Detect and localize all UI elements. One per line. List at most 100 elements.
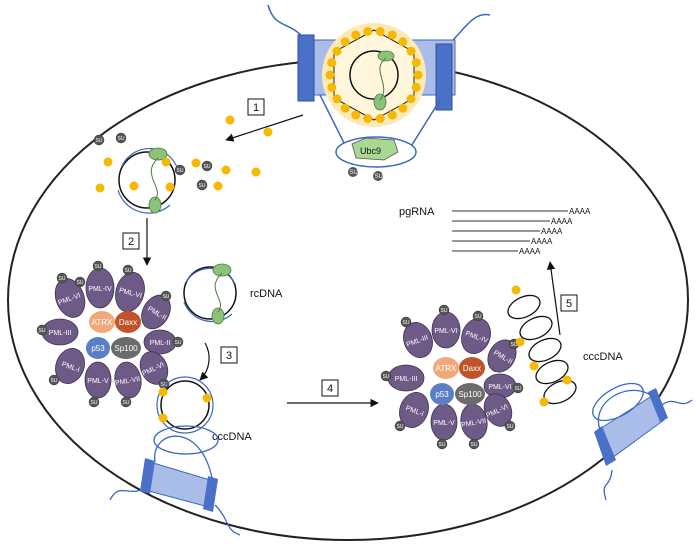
svg-text:SU: SU [375, 174, 383, 180]
p53-label: p53 [435, 390, 449, 399]
sumo-ball: SU [472, 310, 484, 322]
atrx [433, 357, 459, 379]
sumo-ball-label: SU [199, 183, 206, 189]
capsid-sumo-dot [398, 37, 408, 47]
p53 [86, 337, 110, 359]
sumo-ball-circle [400, 316, 412, 328]
atrx [89, 311, 115, 333]
bottom-right-pore [592, 382, 693, 501]
sumo-ball: SU [394, 420, 406, 432]
sumo-ball-label: SU [204, 164, 211, 170]
pml-petal-label: PML-II [150, 340, 171, 347]
pml-petal-label: PML-V [87, 378, 109, 385]
sumo-ball-label: SU [118, 136, 125, 142]
step-4: 4 [287, 379, 379, 408]
sumo-ball: SU [172, 336, 184, 348]
sumo-ball: SU [92, 260, 104, 272]
step-2: 2 [122, 218, 152, 266]
pore-ring-left [297, 34, 315, 102]
sumo-ball-label: SU [441, 308, 448, 314]
sumo-ball-label: SU [511, 342, 518, 348]
sumo-ball-label: SU [123, 400, 130, 406]
sumo-ball-label: SU [471, 442, 478, 448]
sumo-ball: SU [196, 179, 208, 191]
pml-petal-label: PML-III [49, 330, 72, 337]
sumo-ball: SU [88, 396, 100, 408]
sumo-ball-circle [174, 164, 186, 176]
step-2-label: 2 [128, 236, 134, 248]
capsid-sumo-dot [332, 94, 342, 104]
sumo-ball-circle [512, 382, 524, 394]
pml-petal [114, 361, 142, 399]
sumo-ball-circle [115, 132, 127, 144]
step-1-arrow [225, 114, 304, 142]
pml-petal-label: PML-VI [488, 384, 511, 391]
sumo-ball: SU [512, 382, 524, 394]
pore-funnel-left [319, 94, 346, 146]
sumo-ball-circle [120, 396, 132, 408]
sumo-ball: SU [160, 290, 172, 302]
sumo-ball-circle [88, 396, 100, 408]
sumo-ball: SU [438, 304, 450, 316]
sumo-ball-circle [122, 264, 134, 276]
capsid-sumo-dot [327, 58, 337, 68]
capsid-sumo-dot [340, 37, 350, 47]
sumo-ball: SU [400, 316, 412, 328]
released-sumo-dot [213, 181, 223, 191]
polya-tail-label: AAAA [551, 217, 573, 226]
sumo-ball-circle [394, 420, 406, 432]
pore-funnel-right [409, 99, 441, 149]
released-sumo-dot [263, 127, 273, 137]
polya-tail-label: AAAA [569, 207, 591, 216]
released-sumo-dot [221, 165, 231, 175]
ubc9-protein: Ubc9 [351, 137, 399, 161]
pml-petal-label: PML-VI [434, 328, 457, 335]
step-1-box [247, 98, 265, 116]
capsid-sumo-dot [363, 26, 373, 36]
sumo-ball: SU [74, 276, 86, 288]
polya-tail-label: AAAA [531, 237, 553, 246]
sumo-ball: SU [120, 396, 132, 408]
sumo-ball-label: SU [77, 280, 84, 286]
released-sumo-dot [129, 181, 139, 191]
atrx-label: ATRX [436, 364, 457, 373]
capsid-sumo-dot [406, 46, 416, 56]
svg-text:SU: SU [350, 170, 358, 176]
capsid-sumo-dot [387, 110, 397, 120]
pml-nuclear-body-left: PML-VISUSUPML-IVSUPML-VISUPML-IISUPML-II… [36, 260, 184, 408]
step-2-box [122, 232, 140, 250]
released-sumo-dot [191, 158, 201, 168]
capsid-sumo-dot [332, 46, 342, 56]
sp100-label: Sp100 [458, 390, 482, 399]
sumo-ball-circle [504, 420, 516, 432]
sumo-ball-label: SU [515, 386, 522, 392]
sumo-ball-label: SU [59, 276, 66, 282]
step-4-label: 4 [327, 383, 333, 395]
p53-label: p53 [91, 344, 105, 353]
step-1: 1 [225, 98, 304, 142]
capsid-sumo-dot [327, 82, 337, 92]
sumo-ball-circle [92, 260, 104, 272]
sumo-ball-circle [380, 370, 392, 382]
capsid-sumo-dot [351, 110, 361, 120]
sumo-ball: SU [468, 438, 480, 450]
sumo-ball-label: SU [507, 424, 514, 430]
capsid-polymerase-link [379, 57, 387, 101]
sp100 [455, 383, 485, 405]
step-5-label: 5 [566, 298, 572, 310]
capsid-sumo-dot [398, 103, 408, 113]
sumo-ball: SU [36, 324, 48, 336]
pml-petal-label: PML-III [395, 376, 418, 383]
step-3-box [220, 346, 238, 364]
pml-petal-label: PML-VII [115, 376, 141, 387]
step-4-box [321, 379, 339, 397]
sumo-ball: SU [436, 438, 448, 450]
sumo-ball-label: SU [125, 268, 132, 274]
capsid-sumo-dot [387, 30, 397, 40]
step-5-arrow [546, 261, 561, 336]
sumo-ball-circle [172, 336, 184, 348]
